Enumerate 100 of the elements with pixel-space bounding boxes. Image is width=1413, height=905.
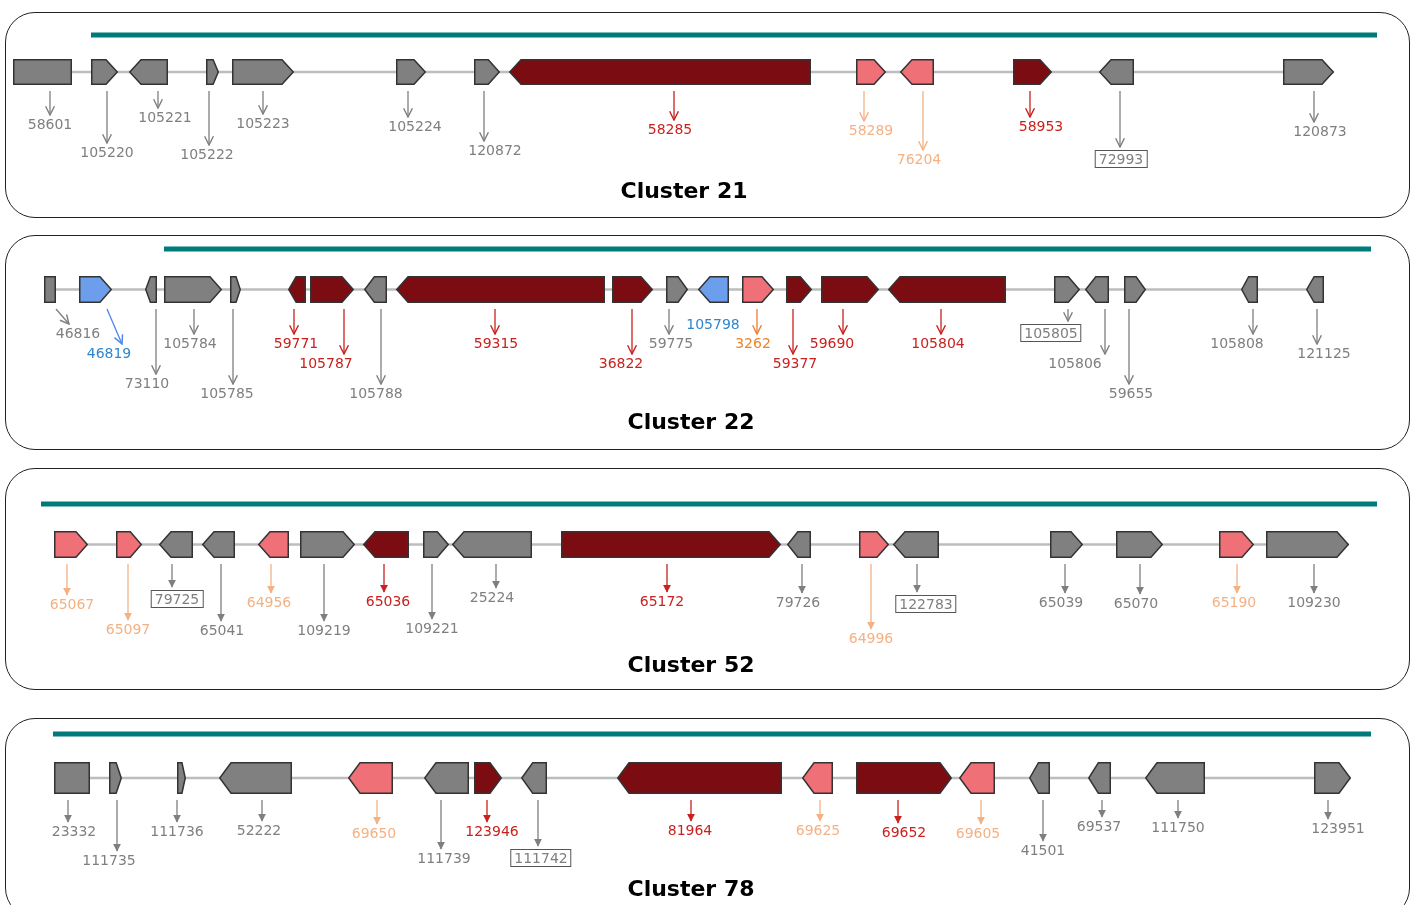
gene-id-label: 69605 — [955, 825, 1001, 841]
gene-id-label: 58601 — [27, 116, 73, 132]
gene-id-label: 59690 — [809, 335, 855, 351]
gene-block — [893, 531, 939, 558]
gene-block — [1219, 531, 1254, 558]
gene-id-label: 59655 — [1108, 385, 1154, 401]
leader-arrow — [1114, 90, 1126, 148]
leader-arrow — [1061, 563, 1069, 594]
gene-block — [821, 276, 879, 303]
leader-arrow — [173, 799, 181, 823]
gene-block — [1029, 762, 1050, 794]
gene-id-label: 59315 — [473, 335, 519, 351]
gene-id-label: 122783 — [895, 595, 957, 613]
gene-block — [164, 276, 222, 303]
gene-id-label: 25224 — [469, 589, 515, 605]
leader-arrow — [1099, 308, 1111, 355]
gene-block — [617, 762, 782, 794]
gene-block — [1124, 276, 1146, 303]
gene-id-label: 105805 — [1020, 324, 1082, 342]
leader-arrow — [150, 308, 162, 375]
leader-arrow — [101, 90, 113, 144]
gene-id-label: 64956 — [246, 594, 292, 610]
gene-id-label: 79726 — [775, 594, 821, 610]
gene-block — [396, 59, 426, 85]
gene-id-label: 65097 — [105, 621, 151, 637]
gene-id-label: 23332 — [51, 823, 97, 839]
gene-id-label: 65036 — [365, 593, 411, 609]
gene-id-label: 58953 — [1018, 118, 1064, 134]
gene-block — [856, 59, 886, 85]
gene-block — [859, 531, 889, 558]
gene-id-label: 36822 — [598, 355, 644, 371]
gene-block — [1306, 276, 1324, 303]
gene-id-label: 105784 — [163, 335, 217, 351]
gene-block — [13, 59, 72, 85]
leader-arrow — [106, 308, 124, 345]
gene-block — [742, 276, 774, 303]
leader-arrow — [267, 563, 275, 594]
leader-arrow — [1174, 799, 1182, 819]
leader-arrow — [1136, 563, 1144, 595]
leader-arrow — [798, 563, 806, 594]
leader-arrow — [1024, 90, 1036, 118]
leader-arrow — [668, 90, 680, 121]
gene-block — [452, 531, 532, 558]
leader-arrow — [1062, 308, 1074, 322]
leader-arrow — [1039, 799, 1047, 842]
gene-block — [1283, 59, 1334, 85]
cluster-title: Cluster 78 — [627, 875, 755, 901]
leader-arrow — [428, 563, 436, 620]
leader-arrow — [1310, 563, 1318, 594]
gene-block — [802, 762, 833, 794]
gene-block — [300, 531, 355, 558]
gene-id-label: 65190 — [1211, 594, 1257, 610]
leader-arrow — [217, 563, 225, 622]
leader-arrow — [1324, 799, 1332, 820]
leader-arrow — [227, 308, 239, 385]
gene-block — [1116, 531, 1163, 558]
gene-id-label: 120872 — [468, 142, 522, 158]
gene-id-label: 105788 — [349, 385, 403, 401]
gene-id-label: 105808 — [1210, 335, 1264, 351]
gene-id-label: 59771 — [273, 335, 319, 351]
gene-block — [1241, 276, 1258, 303]
leader-arrow — [913, 563, 921, 593]
gene-id-label: 73110 — [124, 375, 170, 391]
gene-block — [1085, 276, 1109, 303]
gene-block — [91, 59, 118, 85]
leader-arrow — [338, 308, 350, 355]
leader-arrow — [320, 563, 328, 622]
gene-block — [474, 59, 500, 85]
gene-id-label: 121125 — [1297, 345, 1351, 361]
cluster-title: Cluster 52 — [627, 651, 755, 677]
gene-id-label: 59377 — [772, 355, 818, 371]
leader-arrow — [203, 90, 215, 146]
leader-arrow — [626, 308, 638, 355]
gene-block — [1013, 59, 1052, 85]
gene-id-label: 52222 — [236, 822, 282, 838]
leader-arrow — [1123, 308, 1135, 385]
gene-id-label: 65172 — [639, 593, 685, 609]
leader-arrow — [437, 799, 445, 850]
gene-block — [54, 762, 90, 794]
gene-id-label: 41501 — [1020, 842, 1066, 858]
leader-arrow — [478, 90, 490, 142]
leader-arrow — [373, 799, 381, 825]
gene-id-label: 109230 — [1287, 594, 1341, 610]
gene-block — [232, 59, 294, 85]
gene-block — [1314, 762, 1351, 794]
gene-block — [79, 276, 112, 303]
gene-id-label: 65039 — [1038, 594, 1084, 610]
gene-block — [612, 276, 653, 303]
gene-id-label: 111736 — [150, 823, 204, 839]
gene-id-label: 69652 — [881, 824, 927, 840]
leader-arrow — [751, 308, 763, 335]
gene-id-label: 105806 — [1048, 355, 1102, 371]
gene-block — [219, 762, 292, 794]
leader-arrow — [1311, 308, 1323, 345]
gene-block — [666, 276, 688, 303]
gene-block — [54, 531, 88, 558]
leader-arrow — [402, 90, 414, 118]
gene-block — [698, 276, 729, 303]
gene-id-label: 59775 — [648, 335, 694, 351]
leader-arrow — [1233, 563, 1241, 594]
